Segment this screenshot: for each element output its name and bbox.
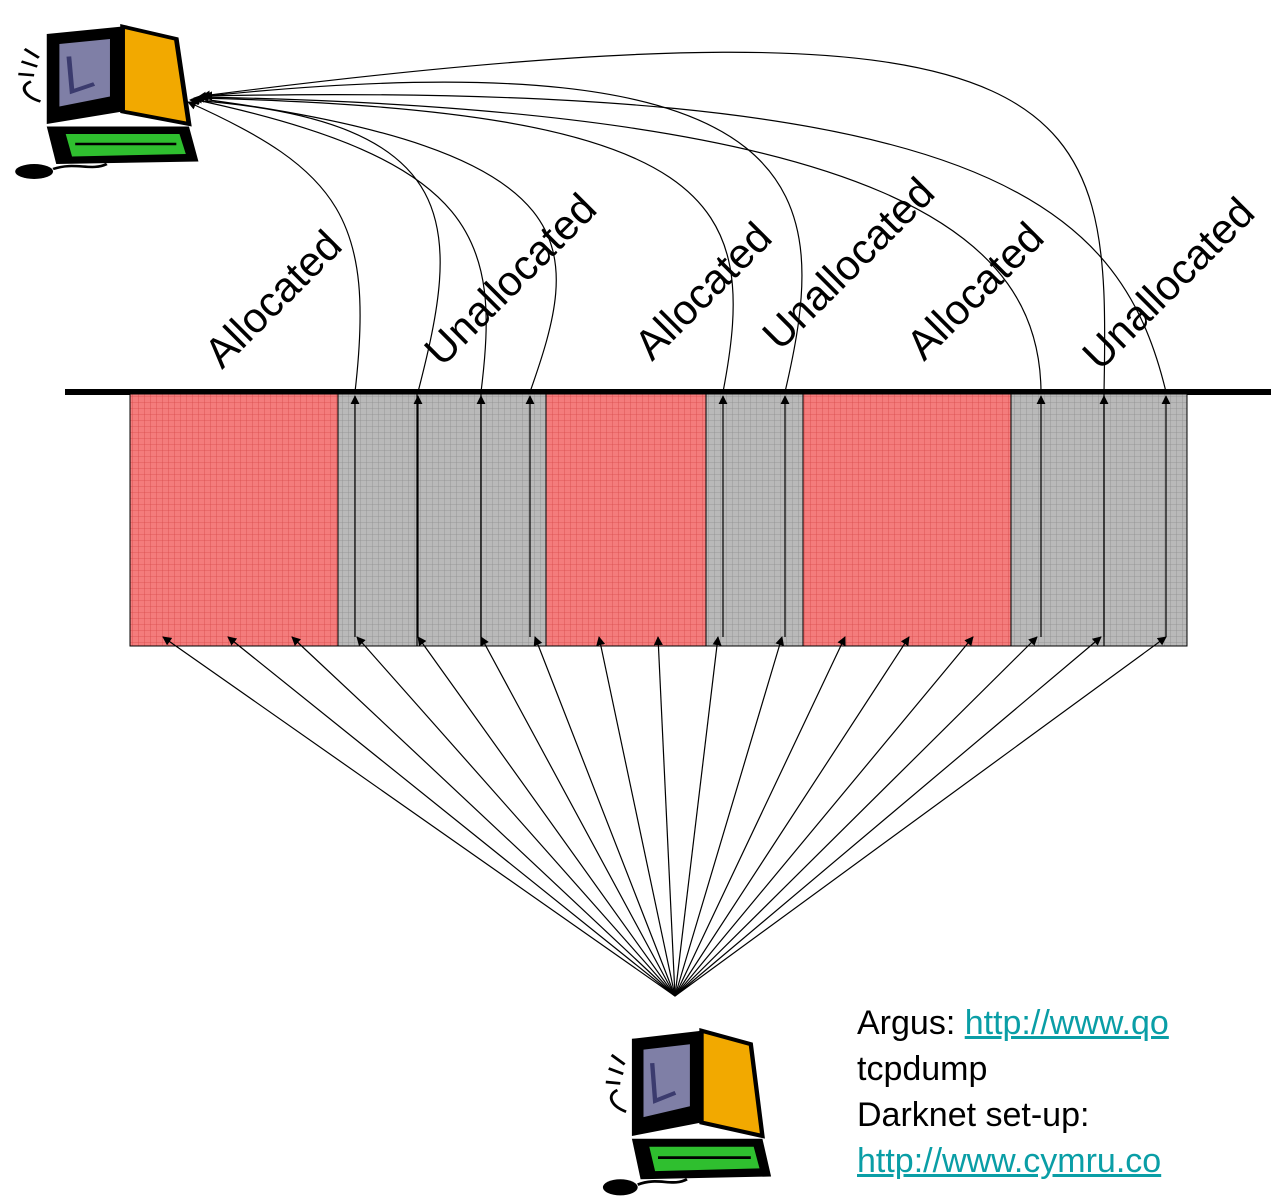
segment-label: Unallocated: [1073, 188, 1263, 378]
darknet-link-line: http://www.cymru.co: [857, 1138, 1271, 1184]
segment-allocated-3: [802, 393, 1012, 647]
response-arrows: [187, 51, 1167, 393]
segment-label: Unallocated: [415, 184, 605, 374]
segment-label: Allocated: [625, 213, 780, 368]
scan-arrows: [162, 636, 1167, 997]
pass-through-arrows: [350, 395, 1171, 637]
computer-icon: [15, 27, 198, 180]
argus-label: Argus:: [857, 1004, 965, 1042]
segment-unallocated-1: [337, 393, 547, 647]
segment-label: Allocated: [195, 221, 350, 376]
segment-unallocated-2: [705, 393, 804, 647]
tcpdump-line: tcpdump: [857, 1050, 988, 1088]
argus-link[interactable]: http://www.qo: [964, 1004, 1169, 1042]
segment-unallocated-3: [1010, 393, 1188, 647]
segment-allocated-2: [545, 393, 707, 647]
segment-allocated-1: [129, 393, 339, 647]
tool-notes: Argus: http://www.qo tcpdump Darknet set…: [857, 1000, 1271, 1184]
argus-line: Argus: http://www.qo: [857, 1000, 1271, 1046]
computer-icon: [603, 1031, 771, 1196]
darknet-label: Darknet set-up:: [857, 1096, 1090, 1134]
darknet-link[interactable]: http://www.cymru.co: [857, 1142, 1162, 1180]
segment-label: Allocated: [897, 213, 1052, 368]
